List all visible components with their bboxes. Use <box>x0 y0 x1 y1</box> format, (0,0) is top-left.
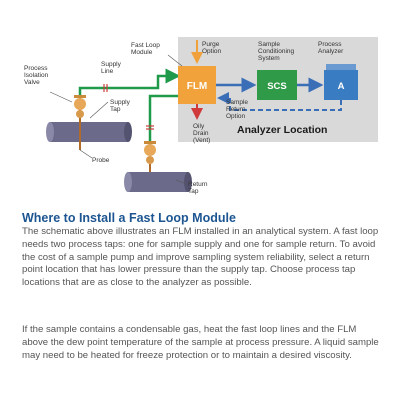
analyzer-top-panel <box>326 64 356 70</box>
fast-loop-schematic: FLM SCS A Fast Loop Module Purge Option … <box>24 37 378 195</box>
label-sample-return-option: Sample Return Option <box>226 99 250 120</box>
scs-box <box>257 70 297 100</box>
label-process-isolation-valve: Process Isolation Valve <box>24 65 50 86</box>
flm-box <box>178 66 216 104</box>
sample-return-line <box>217 92 342 111</box>
label-oily-drain: Oily Drain (Vent) <box>193 123 210 144</box>
valve-leader <box>49 91 73 103</box>
label-supply-line: Supply Line <box>101 61 123 75</box>
supply-line <box>78 68 181 106</box>
supply-isolation-valve <box>74 95 86 118</box>
supply-process-pipe <box>46 122 132 142</box>
label-purge-option: Purge Option <box>202 41 222 55</box>
paragraph-1: The schematic above illustrates an FLM i… <box>22 226 379 289</box>
return-process-pipe <box>124 172 192 192</box>
label-probe: Probe <box>92 157 110 164</box>
return-isolation-valve <box>144 141 156 172</box>
supply-restriction-mark <box>103 84 108 92</box>
flm-box-label: FLM <box>187 81 208 92</box>
return-line <box>148 94 190 148</box>
label-sample-conditioning-system: Sample Conditioning System <box>258 41 296 62</box>
analyzer-box-label: A <box>338 81 345 92</box>
analyzer-box <box>324 70 358 100</box>
label-supply-tap: Supply Tap <box>110 99 132 113</box>
supply-tap-leader <box>89 101 109 119</box>
return-restriction-mark <box>146 125 154 130</box>
probe-leader <box>79 149 93 159</box>
label-return-tap: Return Tap <box>188 181 209 195</box>
paragraph-2: If the sample contains a condensable gas… <box>22 324 379 361</box>
label-analyzer-location: Analyzer Location <box>237 124 327 136</box>
label-fast-loop-module: Fast Loop Module <box>131 42 162 56</box>
scs-box-label: SCS <box>267 81 287 92</box>
flm-leader <box>167 54 183 67</box>
section-heading: Where to Install a Fast Loop Module <box>22 211 236 225</box>
label-process-analyzer: Process Analyzer <box>318 41 344 55</box>
return-tap-leader <box>175 179 187 185</box>
